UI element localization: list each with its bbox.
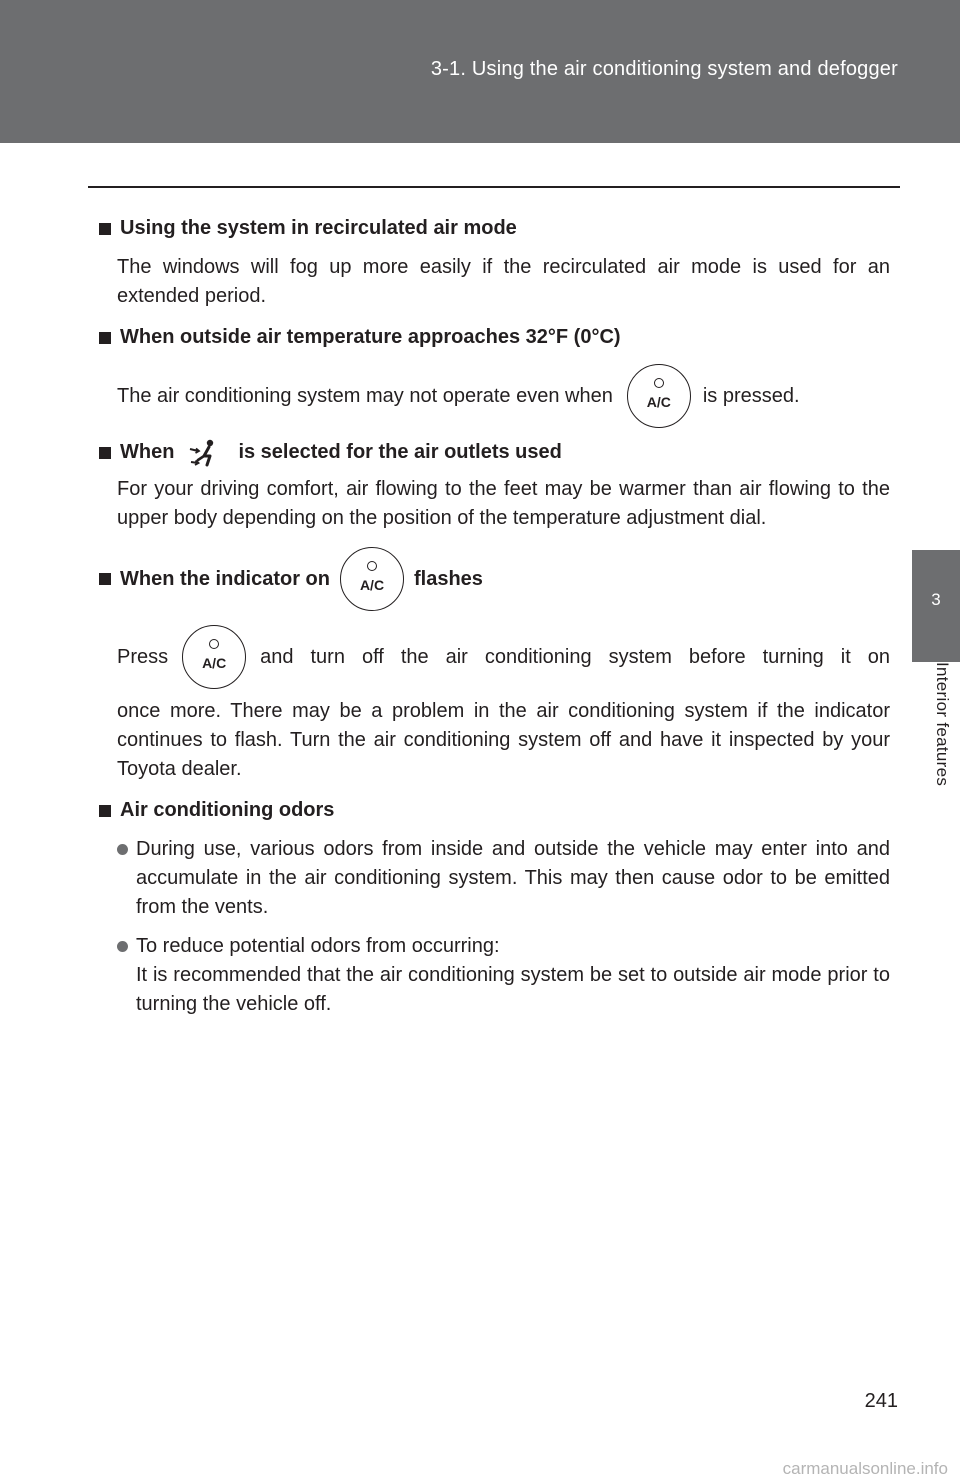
square-bullet-icon [99,573,111,585]
heading-air-conditioning-odors: Air conditioning odors [96,796,890,825]
heading-recirculated-mode: Using the system in recirculated air mod… [96,214,890,243]
watermark: carmanualsonline.info [782,1459,948,1478]
list-item: During use, various odors from inside an… [117,835,890,922]
square-bullet-icon [99,222,111,235]
chapter-tab [912,550,960,662]
air-outlets-text: For your driving comfort, air flowing to… [117,478,890,529]
chapter-number: 3 [931,590,941,609]
indicator-flashes-text: once more. There may be a problem in the… [117,700,890,780]
ac-button-icon: A/C [340,547,404,611]
recirculated-mode-text: The windows will fog up more easily if t… [117,256,890,307]
indicator-light-icon [653,378,664,388]
outside-temperature-text: The air conditioning system may not oper… [117,364,890,428]
page-number: 241 [864,1390,898,1412]
header-rule [88,186,900,188]
ac-button-icon: A/C [626,364,691,428]
section-title: 3-1. Using the air conditioning system a… [430,58,898,80]
indicator-light-icon [367,561,377,571]
header-band [0,0,960,143]
circle-bullet-icon [117,844,128,855]
indicator-flashes-text-line1: Press A/C and turn off the air condition… [117,625,890,689]
circle-bullet-icon [117,941,128,952]
heading-air-outlets: When is selected for the air outlets use… [96,438,890,467]
heading-indicator-flashes: When the indicator on A/C flashes [96,547,890,611]
ac-button-icon: A/C [182,625,247,689]
square-bullet-icon [99,446,111,459]
indicator-light-icon [209,639,220,649]
square-bullet-icon [99,804,111,817]
page-content: Using the system in recirculated air mod… [96,214,890,1019]
chapter-title: Interior features [933,662,952,787]
square-bullet-icon [99,331,111,344]
heading-outside-temperature: When outside air temperature approaches … [96,323,890,352]
face-and-feet-airflow-icon [190,439,214,466]
list-item: To reduce potential odors from occurring… [117,932,890,1019]
